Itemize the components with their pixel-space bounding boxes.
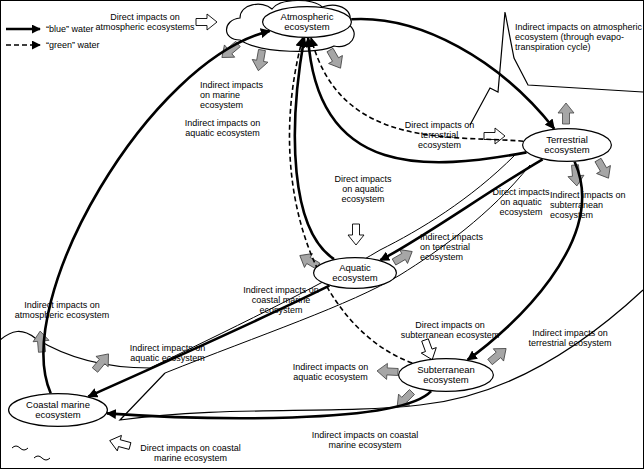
direct-impact-arrow [484, 128, 505, 144]
impact-label: Direct impacts on coastal marine ecosyst… [133, 443, 248, 463]
impact-label: Indirect impacts on atmospheric ecosyste… [515, 22, 643, 52]
coastline [0, 331, 150, 368]
indirect-impact-arrow [558, 103, 574, 124]
green-water-flow [289, 38, 412, 363]
node-text-box: Subterranean ecosystem [398, 358, 494, 392]
river-bank [165, 165, 530, 373]
indirect-impact-arrow [89, 349, 115, 375]
blue-water-flow [107, 391, 431, 418]
indirect-impact-arrow [250, 49, 269, 72]
ecosystem-ellipse: Coastal marine ecosystem [8, 393, 108, 427]
impact-label: Direct impacts on aquatic ecosystem [330, 174, 396, 204]
ellipse-shape [9, 394, 108, 427]
blue-water-flow [44, 31, 270, 393]
wave [34, 456, 50, 460]
mountain-outline [470, 12, 643, 125]
river-bank [150, 155, 515, 368]
impact-label: Indirect impacts on coastal marine ecosy… [305, 430, 425, 450]
impact-label: Direct impacts on subterranean ecosystem [395, 320, 505, 340]
indirect-impact-arrow [391, 386, 417, 412]
indirect-impact-arrow [591, 156, 615, 182]
node-label: Terrestrial ecosystem [531, 135, 603, 155]
node-label: Atmospheric ecosystem [271, 12, 343, 32]
wave [12, 446, 28, 450]
ecosystem-ellipse: Terrestrial ecosystem [522, 128, 612, 162]
ecosystem-ellipse: Aquatic ecosystem [313, 257, 397, 289]
impact-label: Indirect impacts on subterranean ecosyst… [550, 190, 630, 220]
node-text-box: Atmospheric ecosystem [262, 6, 352, 38]
indirect-impact-arrow [323, 46, 347, 72]
impact-label: Indirect impacts on coastal marine ecosy… [236, 285, 326, 315]
ellipse-shape [314, 258, 397, 289]
ellipse-shape [263, 7, 352, 38]
node-text-box: Coastal marine ecosystem [8, 393, 108, 427]
impact-label: Direct impacts on atmospheric ecosystems [90, 12, 200, 32]
direct-impact-arrow [108, 433, 132, 454]
blue-water-flow [308, 38, 526, 162]
legend-sample [6, 28, 40, 31]
direct-impact-arrow [196, 14, 217, 30]
ecosystem-ellipse: Atmospheric ecosystem [262, 6, 352, 38]
impact-label: Direct impacts on aquatic ecosystem [488, 187, 554, 217]
legend-label: “green” water [46, 40, 100, 50]
cloud [227, 0, 355, 51]
ellipse-shape [523, 129, 612, 162]
impact-label: Indirect impacts on aquatic ecosystem [120, 343, 215, 363]
node-text-box: Aquatic ecosystem [313, 257, 397, 289]
direct-impact-arrow [348, 224, 364, 245]
indirect-impact-arrow [377, 363, 399, 380]
impact-label: Indirect impacts on aquatic ecosystem [288, 362, 373, 382]
impact-label: Indirect impacts on marine ecosystem [200, 80, 270, 110]
node-label: Aquatic ecosystem [322, 263, 388, 283]
impact-label: Direct impacts on terrestrial ecosystem [402, 120, 477, 150]
ellipse-shape [399, 359, 494, 392]
legend-sample [6, 44, 40, 46]
indirect-impact-arrow [485, 342, 511, 368]
node-label: Coastal marine ecosystem [17, 400, 99, 420]
node-label: Subterranean ecosystem [407, 365, 485, 385]
impact-label: Indirect impacts on aquatic ecosystem [175, 118, 270, 138]
impact-label: Indirect impacts on terrestrial ecosyste… [520, 328, 620, 348]
shoreline [120, 290, 643, 420]
blue-water-flow [295, 38, 334, 259]
impact-label: Indirect impacts on terrestrial ecosyste… [420, 232, 492, 262]
legend-label: “blue” water [46, 24, 94, 34]
impact-label: Indirect impacts on atmospheric ecosyste… [12, 300, 112, 320]
ecosystem-ellipse: Subterranean ecosystem [398, 358, 494, 392]
indirect-impact-arrow [32, 330, 50, 352]
node-text-box: Terrestrial ecosystem [522, 128, 612, 162]
